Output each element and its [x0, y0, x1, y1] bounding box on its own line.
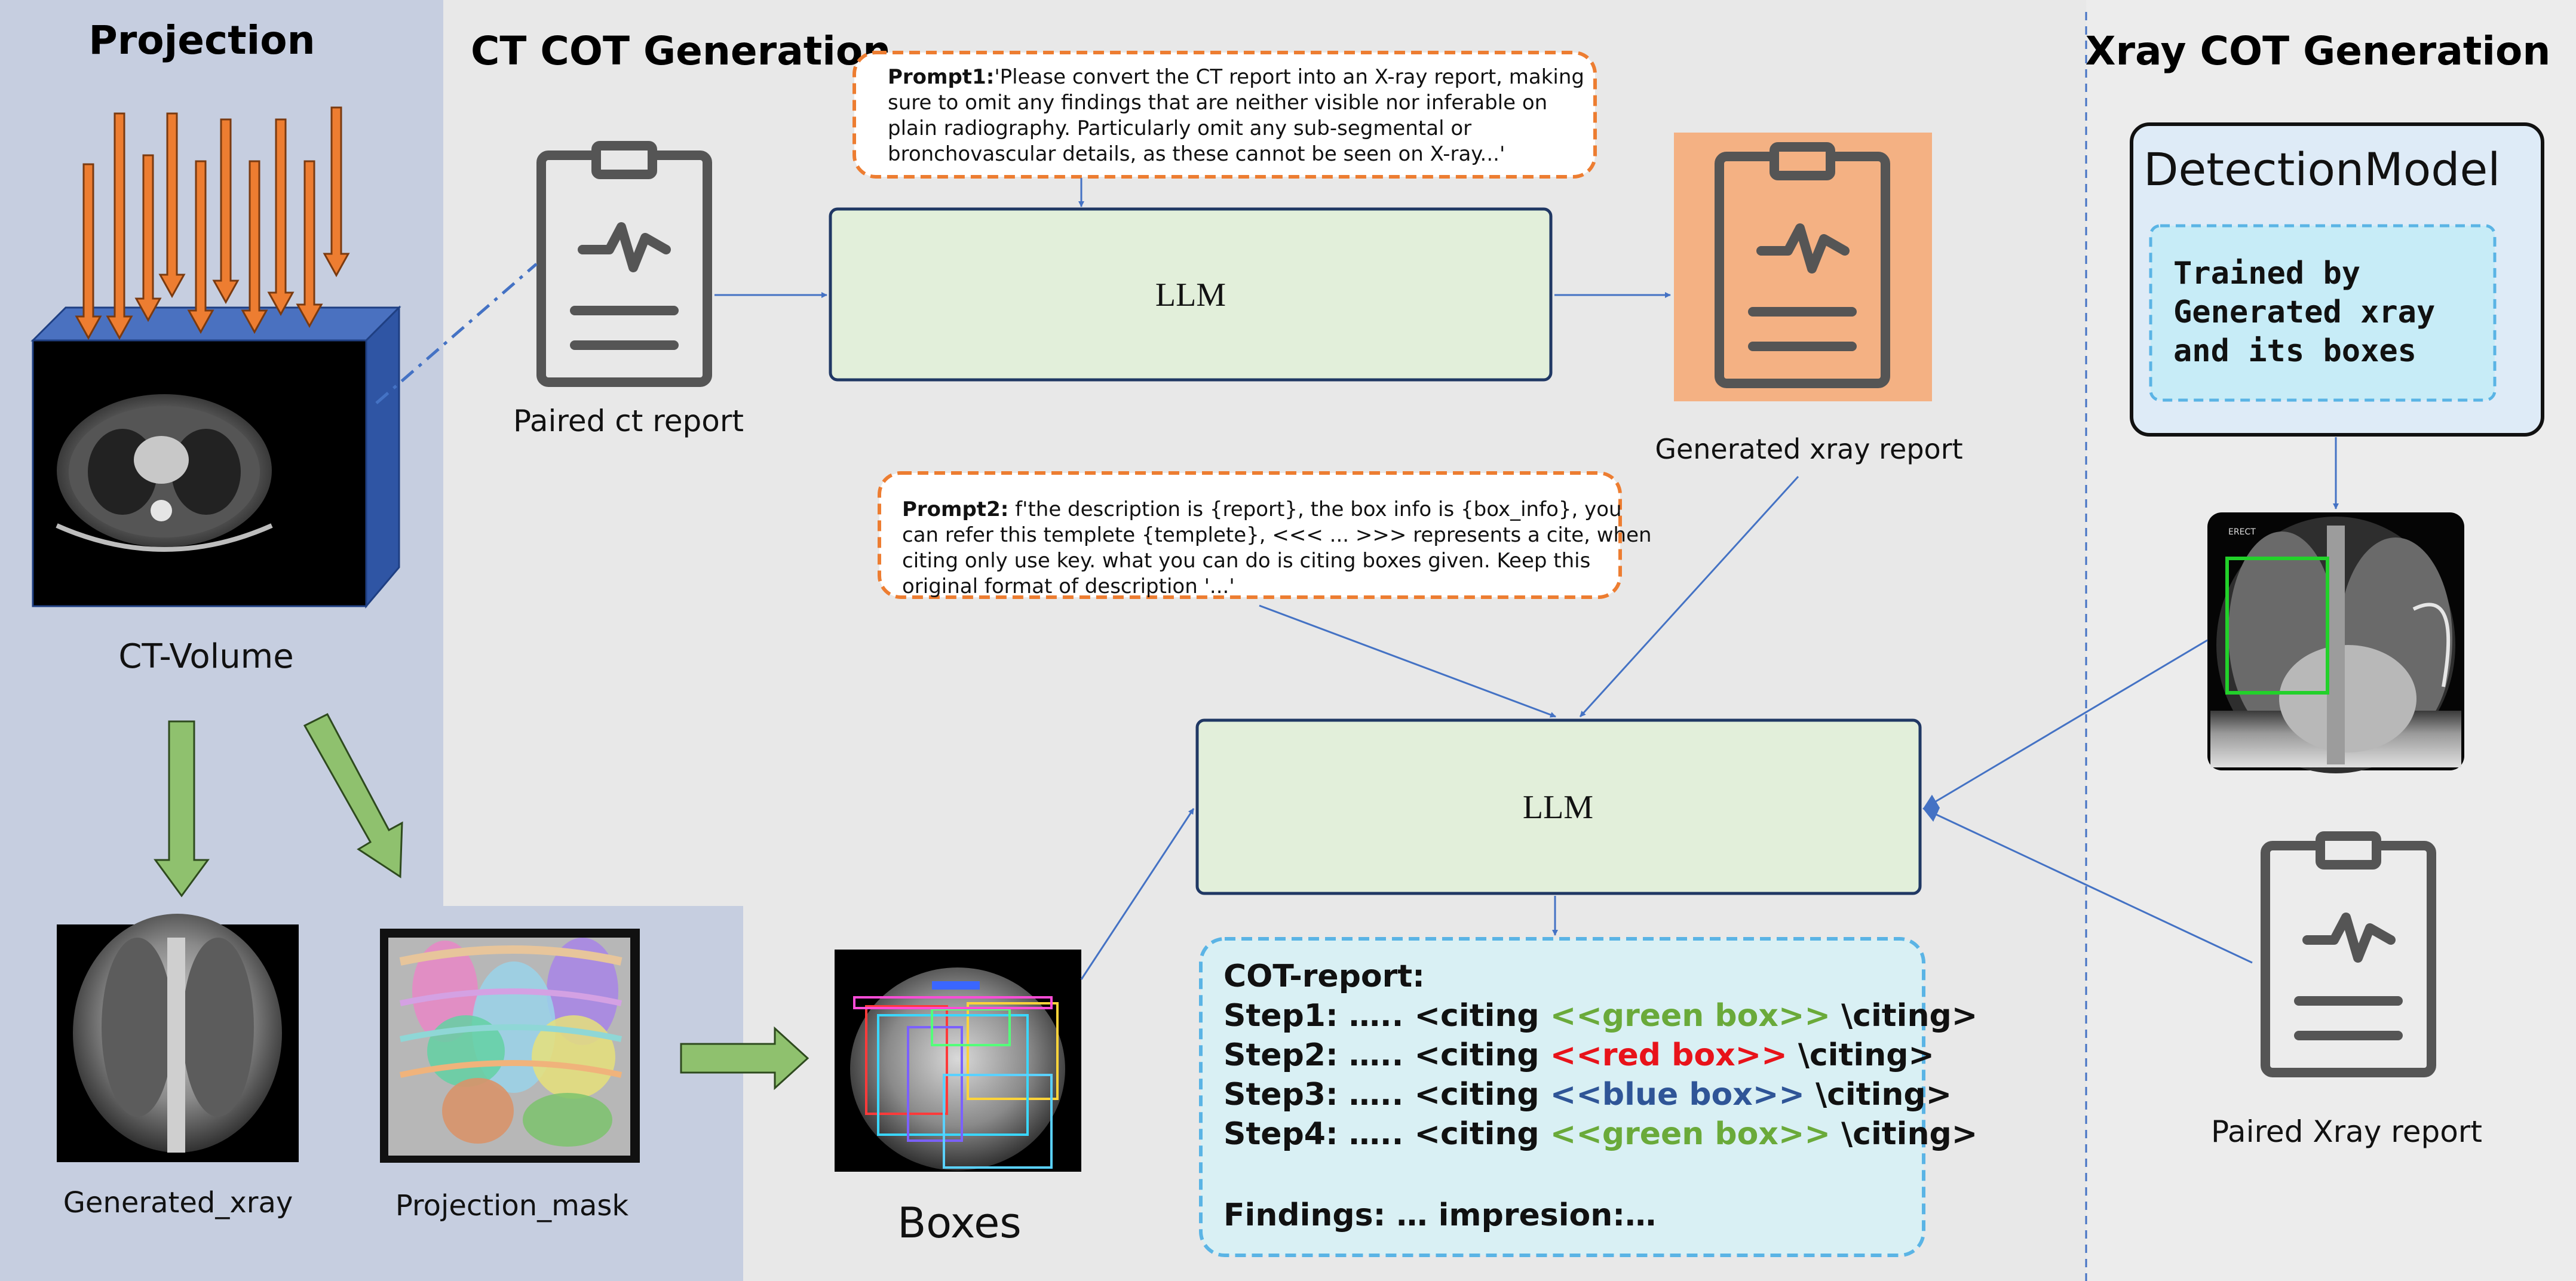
prompt1-text: Prompt1:'Please convert the CT report in… — [888, 65, 1591, 166]
llm-top-label: LLM — [1155, 277, 1226, 314]
boxes-image — [835, 950, 1081, 1172]
prompt2-text: Prompt2: f'the description is {report}, … — [902, 497, 1658, 598]
prompt1-line-3: plain radiography. Particularly omit any… — [888, 116, 1471, 140]
paired-ct-report-icon — [536, 141, 712, 387]
cot-report-box — [1199, 937, 1925, 1257]
generated-xray-image — [57, 914, 299, 1162]
ct-cot-title: CT COT Generation — [471, 28, 891, 74]
prompt2-line-2: can refer this templete {templete}, <<< … — [902, 523, 1652, 547]
prompt1-title: Prompt1: — [888, 65, 994, 89]
svg-text:ERECT: ERECT — [2228, 527, 2256, 537]
prompt2-box — [878, 471, 1622, 599]
boxes-label: Boxes — [897, 1199, 1022, 1248]
projection-title: Projection — [88, 17, 315, 63]
detection-model-desc: Trained by Generated xray and its boxes — [2173, 256, 2435, 369]
ct-volume-label: CT-Volume — [118, 637, 293, 676]
prompt1-line-2: sure to omit any findings that are neith… — [888, 91, 1547, 115]
prompt2-title: Prompt2: — [902, 497, 1008, 521]
paired-xray-report-label: Paired Xray report — [2211, 1114, 2482, 1149]
detection-line-1: Trained by — [2173, 256, 2360, 291]
detection-model-title: DetectionModel — [2143, 143, 2500, 196]
prompt1-line-4: bronchovascular details, as these cannot… — [888, 142, 1505, 166]
boxes-to-llm-arrow — [1080, 808, 1195, 980]
paired-xray-image: ERECT — [2207, 512, 2464, 773]
projection-rays — [75, 106, 350, 340]
xray-report-to-llm-bottom-arrow — [1922, 807, 2253, 964]
paired-ct-report-label: Paired ct report — [513, 404, 744, 438]
xray-image-to-llm-arrow — [1922, 639, 2208, 810]
prompt2-line-4: original format of description '...' — [902, 575, 1235, 598]
prompt1-box — [852, 51, 1597, 179]
cot-step-2: Step2: ….. <citing <<red box>> \citing> — [1223, 1037, 1934, 1073]
green-arrow-to-xray — [154, 720, 210, 898]
detection-model-inner — [2149, 224, 2497, 402]
prompt2-line-3: citing only use key. what you can do is … — [902, 549, 1590, 573]
generated-xray-report-label: Generated xray report — [1655, 433, 1962, 465]
llm-bottom-box — [1195, 718, 1922, 895]
cot-findings: Findings: … impresion:… — [1223, 1197, 1656, 1233]
generated-xray-label: Generated_xray — [63, 1186, 293, 1219]
green-arrow-to-boxes — [680, 1026, 809, 1090]
paired-xray-report-icon — [2261, 831, 2436, 1077]
projection-mask-image — [380, 929, 640, 1163]
cube-to-report-connector — [375, 263, 538, 404]
ct-volume-cube — [30, 305, 401, 609]
detection-line-2: Generated xray — [2173, 294, 2435, 330]
xray-report-to-llm-arrow — [1579, 475, 1799, 718]
llm-top-box — [829, 207, 1553, 382]
xray-cot-title: Xray COT Generation — [2086, 28, 2551, 74]
connectors — [714, 178, 2339, 980]
cot-step-1: Step1: ….. <citing <<green box>> \citing… — [1223, 998, 1977, 1034]
cot-report-text: COT-report: Step1: ….. <citing <<green b… — [1223, 959, 1977, 1233]
prompt2-line-1: f'the description is {report}, the box i… — [1008, 497, 1621, 521]
cot-report-header: COT-report: — [1223, 959, 1425, 994]
ct-slice-image — [56, 394, 273, 552]
detection-line-3: and its boxes — [2173, 333, 2416, 369]
prompt1-line-1: 'Please convert the CT report into an X-… — [994, 65, 1584, 89]
projection-mask-label: Projection_mask — [395, 1189, 629, 1222]
cot-step-3: Step3: ….. <citing <<blue box>> \citing> — [1223, 1077, 1952, 1113]
green-arrow-to-mask — [303, 713, 403, 878]
llm-bottom-label: LLM — [1523, 789, 1593, 826]
prompt2-to-llm-arrow — [1259, 604, 1556, 718]
cot-step-4: Step4: ….. <citing <<green box>> \citing… — [1223, 1116, 1977, 1152]
generated-xray-report-icon — [1715, 142, 1890, 388]
